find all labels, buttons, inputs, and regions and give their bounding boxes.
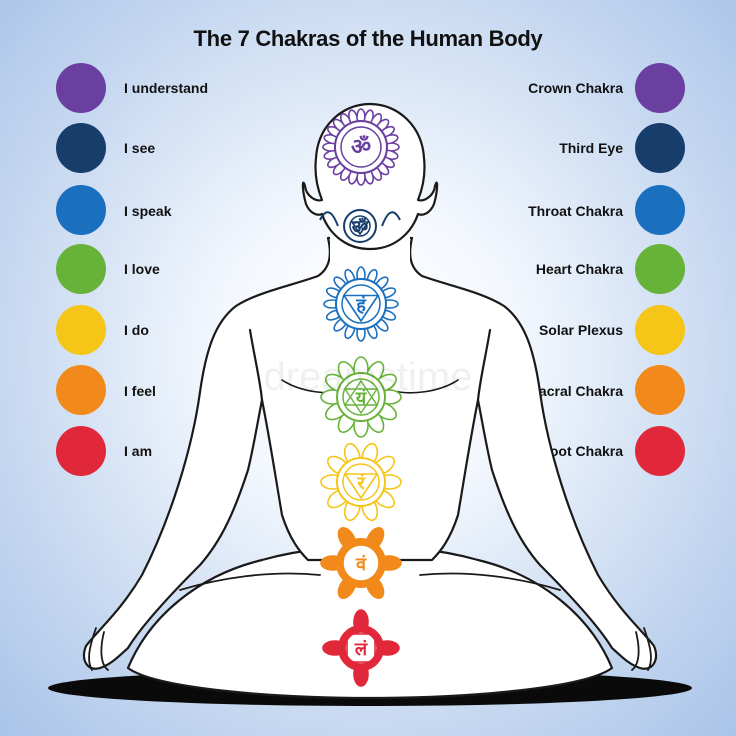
solar-plexus-chakra-symbol: रं xyxy=(320,442,402,522)
heart-color-dot-right xyxy=(635,244,685,294)
heart-syllable: यं xyxy=(355,388,368,409)
third-eye-color-dot-right xyxy=(635,123,685,173)
throat-chakra-symbol: हं xyxy=(323,266,399,342)
sacral-syllable: वं xyxy=(355,554,367,575)
crown-color-dot-right xyxy=(635,63,685,113)
third-eye-chakra-symbol: ॐ xyxy=(319,209,401,243)
crown-name-label: Crown Chakra xyxy=(528,80,623,96)
root-chakra-symbol: लं xyxy=(322,609,400,687)
crown-color-dot-left xyxy=(56,63,106,113)
heart-color-dot-left xyxy=(56,244,106,294)
root-color-dot-left xyxy=(56,426,106,476)
heart-chakra-symbol: यं xyxy=(320,356,402,438)
solar-plexus-color-dot-left xyxy=(56,305,106,355)
solar-plexus-meaning-label: I do xyxy=(124,322,149,338)
third-eye-meaning-label: I see xyxy=(124,140,156,156)
sacral-meaning-label: I feel xyxy=(124,383,156,399)
heart-meaning-label: I love xyxy=(124,261,160,277)
solar-plexus-syllable: रं xyxy=(356,473,365,494)
crown-chakra-symbol: ॐ xyxy=(322,108,400,186)
crown-meaning-label: I understand xyxy=(124,80,209,96)
third-eye-name-label: Third Eye xyxy=(559,140,623,156)
third-eye-color-dot-left xyxy=(56,123,106,173)
solar-plexus-name-label: Solar Plexus xyxy=(538,322,623,338)
root-color-dot-right xyxy=(635,426,685,476)
crown-syllable: ॐ xyxy=(351,135,371,160)
throat-color-dot-right xyxy=(635,185,685,235)
throat-name-label: Throat Chakra xyxy=(528,203,623,219)
sacral-color-dot-left xyxy=(56,365,106,415)
heart-name-label: Heart Chakra xyxy=(535,261,623,277)
throat-meaning-label: I speak xyxy=(124,203,172,219)
page-title: The 7 Chakras of the Human Body xyxy=(193,26,543,51)
root-syllable: लं xyxy=(354,639,368,660)
root-name-label: Root Chakra xyxy=(539,443,623,459)
throat-color-dot-left xyxy=(56,185,106,235)
root-meaning-label: I am xyxy=(124,443,153,459)
sacral-color-dot-right xyxy=(635,365,685,415)
sacral-name-label: Sacral Chakra xyxy=(529,383,623,399)
third-eye-syllable: ॐ xyxy=(352,217,368,238)
sacral-chakra-symbol: वं xyxy=(320,526,402,600)
throat-syllable: हं xyxy=(355,295,367,316)
solar-plexus-color-dot-right xyxy=(635,305,685,355)
watermark: dreamstime xyxy=(264,355,473,399)
